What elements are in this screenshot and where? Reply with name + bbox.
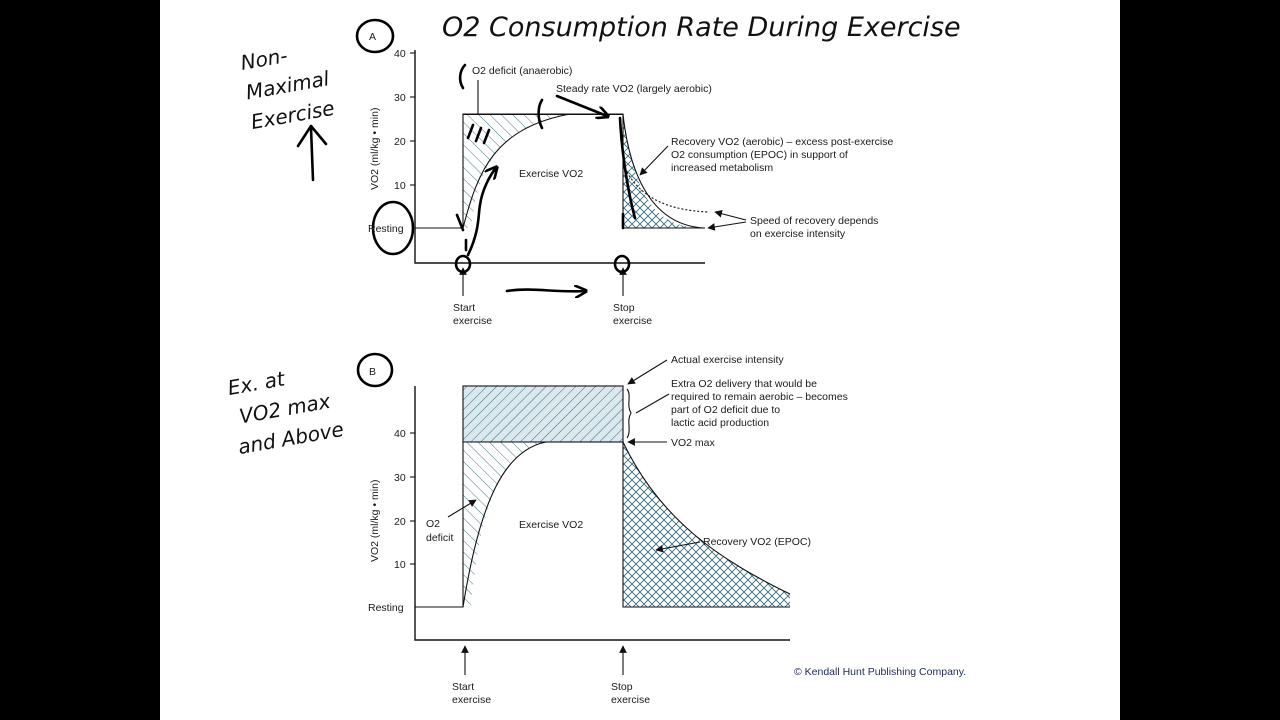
o2-deficit-region	[463, 114, 570, 228]
extra-o2-band	[462, 385, 624, 443]
svg-text:deficit: deficit	[426, 532, 454, 544]
handwritten-label-b: B	[356, 352, 394, 388]
handwritten-vo2max: Ex. at VO2 max and Above	[226, 358, 346, 459]
svg-text:A: A	[369, 31, 376, 43]
svg-text:exercise: exercise	[452, 694, 491, 706]
recovery-label-a-1: Recovery VO2 (aerobic) – excess post-exe…	[671, 136, 893, 148]
handwritten-vo2max-text: Ex. at VO2 max and Above	[226, 358, 346, 459]
recovery-label-b: Recovery VO2 (EPOC)	[703, 536, 811, 548]
recovery-region-b	[623, 442, 790, 607]
vo2max-label: VO2 max	[671, 437, 716, 449]
svg-text:10: 10	[394, 559, 406, 571]
start-label-a: Start	[453, 302, 475, 314]
resting-circle-icon	[371, 200, 415, 256]
svg-text:increased metabolism: increased metabolism	[671, 162, 773, 174]
ink-annotations-a	[454, 63, 637, 291]
y-ticks-b: 40 30 20 10	[394, 428, 415, 571]
steady-rate-label: Steady rate VO2 (largely aerobic)	[556, 83, 712, 95]
svg-text:30: 30	[394, 92, 406, 104]
svg-text:40: 40	[394, 48, 406, 60]
panel-b: 40 30 20 10 Resting VO2 (ml/kg • min) St…	[368, 354, 848, 706]
exercise-vo2-label-b: Exercise VO2	[519, 519, 583, 531]
svg-text:exercise: exercise	[611, 694, 650, 706]
y-axis-label-a: VO2 (ml/kg • min)	[369, 108, 381, 190]
handwritten-title: O2 Consumption Rate During Exercise	[442, 12, 961, 43]
svg-text:20: 20	[394, 516, 406, 528]
svg-text:part of O2 deficit due to: part of O2 deficit due to	[671, 404, 780, 416]
resting-label-b: Resting	[368, 602, 404, 614]
handwritten-label-a: A	[355, 18, 395, 54]
actual-intensity-label: Actual exercise intensity	[671, 354, 784, 366]
extra-o2-label: Extra O2 delivery that would be	[671, 378, 817, 390]
o2-deficit-label-b: O2	[426, 518, 440, 530]
handwritten-non-maximal-text: Non-Maximal Exercise	[239, 36, 343, 134]
panel-a: 40 30 20 10 Resting VO2 (ml/kg • min) St…	[368, 48, 893, 327]
svg-text:B: B	[369, 366, 376, 378]
resting-label-a: Resting	[368, 223, 404, 235]
circle-b-icon	[356, 352, 394, 388]
svg-text:40: 40	[394, 428, 406, 440]
svg-text:exercise: exercise	[613, 315, 652, 327]
o2-deficit-region-b	[463, 442, 546, 607]
stop-label-a: Stop	[613, 302, 635, 314]
circle-a-icon	[355, 18, 395, 54]
y-axis-label-b: VO2 (ml/kg • min)	[369, 480, 381, 562]
up-arrow-icon	[296, 124, 328, 182]
stop-label-b: Stop	[611, 681, 633, 693]
o2-deficit-label: O2 deficit (anaerobic)	[472, 65, 572, 77]
svg-text:20: 20	[394, 136, 406, 148]
speed-recovery-label: Speed of recovery depends	[750, 215, 878, 227]
exercise-diagram: O2 Consumption Rate During Exercise A B …	[226, 12, 966, 706]
publisher-credit: © Kendall Hunt Publishing Company.	[794, 666, 966, 678]
exercise-vo2-label-a: Exercise VO2	[519, 168, 583, 180]
svg-text:O2 consumption (EPOC) in suppo: O2 consumption (EPOC) in support of	[671, 149, 848, 161]
y-ticks-a: 40 30 20 10	[394, 48, 415, 192]
recovery-region	[623, 114, 705, 228]
svg-text:on exercise intensity: on exercise intensity	[750, 228, 846, 240]
svg-text:required to remain aerobic – b: required to remain aerobic – becomes	[671, 391, 848, 403]
start-label-b: Start	[452, 681, 474, 693]
svg-text:exercise: exercise	[453, 315, 492, 327]
slide-page: O2 Consumption Rate During Exercise A B …	[160, 0, 1120, 720]
svg-text:lactic acid production: lactic acid production	[671, 417, 769, 429]
svg-text:10: 10	[394, 180, 406, 192]
handwritten-non-maximal: Non-Maximal Exercise	[239, 36, 343, 182]
svg-text:30: 30	[394, 472, 406, 484]
